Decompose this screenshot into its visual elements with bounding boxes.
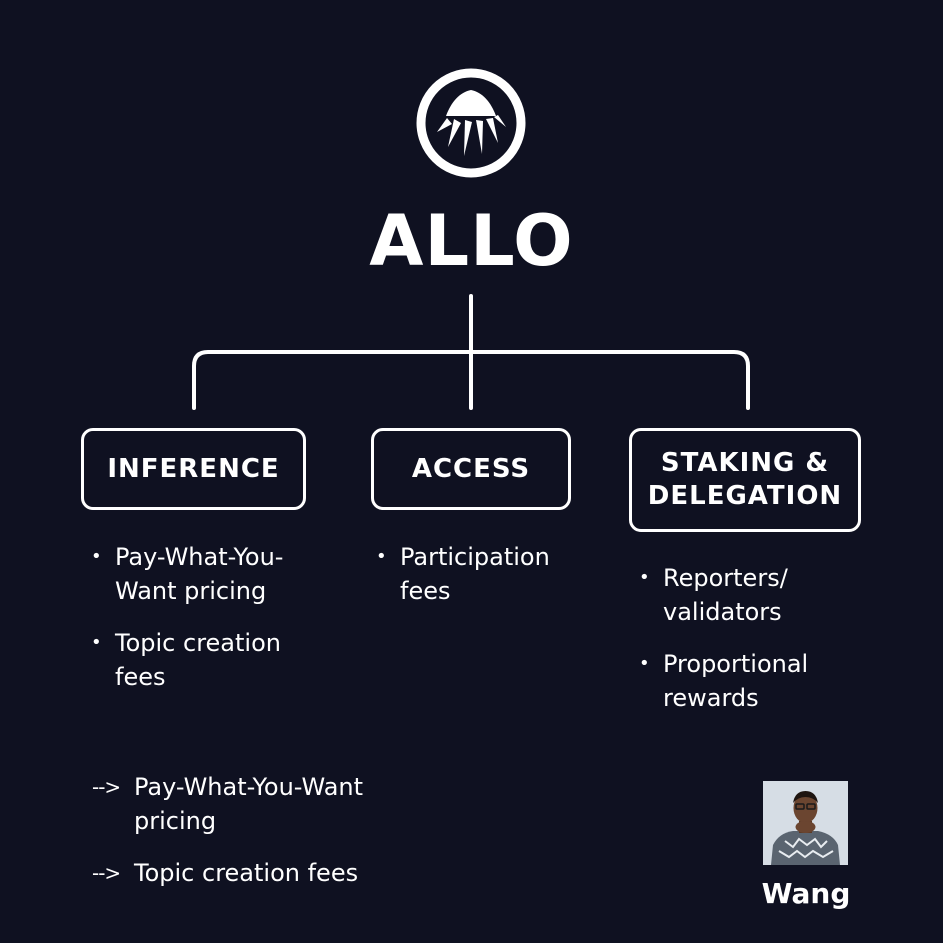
note-item: --> Pay-What-You-Want pricing bbox=[92, 770, 412, 838]
category-label: INFERENCE bbox=[107, 453, 280, 484]
note-text: Pay-What-You-Want pricing bbox=[134, 773, 364, 835]
inference-bullet-list: Pay-What-You-Want pricing Topic creation… bbox=[91, 540, 321, 712]
category-label: ACCESS bbox=[411, 453, 531, 484]
person-portrait-icon bbox=[763, 781, 848, 865]
list-item: Participation fees bbox=[376, 540, 576, 608]
category-box-inference: INFERENCE bbox=[81, 428, 306, 510]
avatar bbox=[763, 781, 848, 865]
author-name: Wang bbox=[761, 877, 851, 910]
connector-bar bbox=[192, 350, 750, 410]
notes-list: --> Pay-What-You-Want pricing --> Topic … bbox=[92, 770, 412, 908]
arrow-icon: --> bbox=[92, 775, 121, 799]
list-item: Topic creation fees bbox=[91, 626, 321, 694]
staking-bullet-list: Reporters/ validators Proportional rewar… bbox=[639, 561, 849, 733]
category-box-access: ACCESS bbox=[371, 428, 571, 510]
category-label-line-1: STAKING & bbox=[660, 448, 830, 478]
category-label-line-2: DELEGATION bbox=[647, 481, 843, 511]
list-item: Proportional rewards bbox=[639, 647, 849, 715]
note-text: Topic creation fees bbox=[134, 859, 359, 887]
list-item: Reporters/ validators bbox=[639, 561, 849, 629]
arrow-icon: --> bbox=[92, 861, 121, 885]
list-item: Pay-What-You-Want pricing bbox=[91, 540, 321, 608]
shell-fan-icon bbox=[416, 68, 526, 178]
access-bullet-list: Participation fees bbox=[376, 540, 576, 626]
category-box-staking-delegation: STAKING & DELEGATION bbox=[629, 428, 861, 532]
brand-title: ALLO bbox=[369, 200, 574, 282]
note-item: --> Topic creation fees bbox=[92, 856, 412, 890]
